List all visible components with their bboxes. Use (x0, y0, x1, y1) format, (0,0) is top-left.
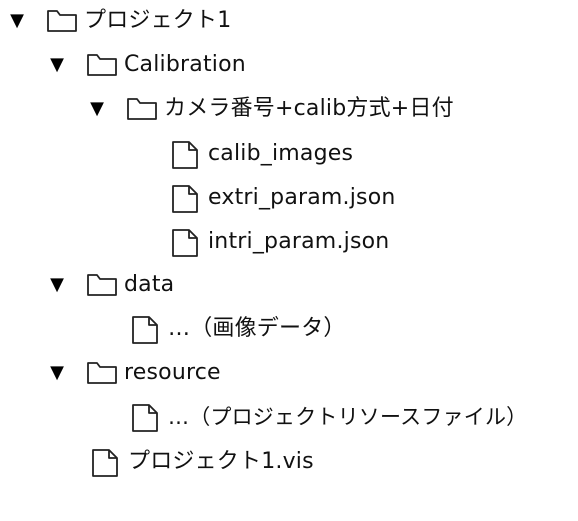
file-icon (170, 184, 204, 213)
tree-node-data[interactable]: ▼ data (48, 267, 174, 303)
expand-toggle-icon[interactable]: ▼ (50, 274, 64, 295)
tree-node-label: …（画像データ） (168, 316, 346, 341)
tree-node-label: プロジェクト1 (84, 8, 232, 33)
expand-toggle-icon[interactable]: ▼ (50, 54, 64, 75)
folder-icon (126, 95, 160, 123)
file-icon (130, 315, 164, 344)
tree-node-resource[interactable]: ▼ resource (48, 355, 221, 391)
tree-node-project-vis[interactable]: プロジェクト1.vis (90, 444, 314, 480)
tree-node-label: resource (124, 360, 221, 385)
folder-icon (46, 7, 80, 35)
file-icon (130, 403, 164, 432)
tree-node-intri-param[interactable]: intri_param.json (170, 224, 389, 260)
expand-toggle-icon[interactable]: ▼ (10, 10, 24, 31)
file-icon (170, 140, 204, 169)
tree-node-label: calib_images (208, 141, 354, 166)
tree-node-label: …（プロジェクトリソースファイル） (168, 404, 528, 429)
tree-node-calib-images[interactable]: calib_images (170, 136, 353, 172)
tree-node-project-root[interactable]: ▼ プロジェクト1 (8, 3, 231, 39)
tree-node-label: プロジェクト1.vis (128, 449, 314, 474)
expand-toggle-icon[interactable]: ▼ (50, 362, 64, 383)
tree-node-camera-calib-date[interactable]: ▼ カメラ番号+calib方式+日付 (88, 91, 454, 127)
tree-node-label: intri_param.json (208, 229, 390, 254)
tree-node-label: extri_param.json (208, 185, 396, 210)
folder-icon (86, 51, 120, 79)
tree-node-image-data[interactable]: …（画像データ） (130, 311, 346, 347)
expand-toggle-icon[interactable]: ▼ (90, 98, 104, 119)
folder-icon (86, 271, 120, 299)
tree-node-calibration[interactable]: ▼ Calibration (48, 47, 246, 83)
tree-node-label: data (124, 272, 175, 297)
file-icon (170, 228, 204, 257)
tree-node-resource-files[interactable]: …（プロジェクトリソースファイル） (130, 399, 527, 435)
tree-node-extri-param[interactable]: extri_param.json (170, 180, 396, 216)
tree-node-label: カメラ番号+calib方式+日付 (164, 96, 454, 121)
tree-node-label: Calibration (124, 52, 246, 77)
folder-icon (86, 359, 120, 387)
file-icon (90, 448, 124, 477)
